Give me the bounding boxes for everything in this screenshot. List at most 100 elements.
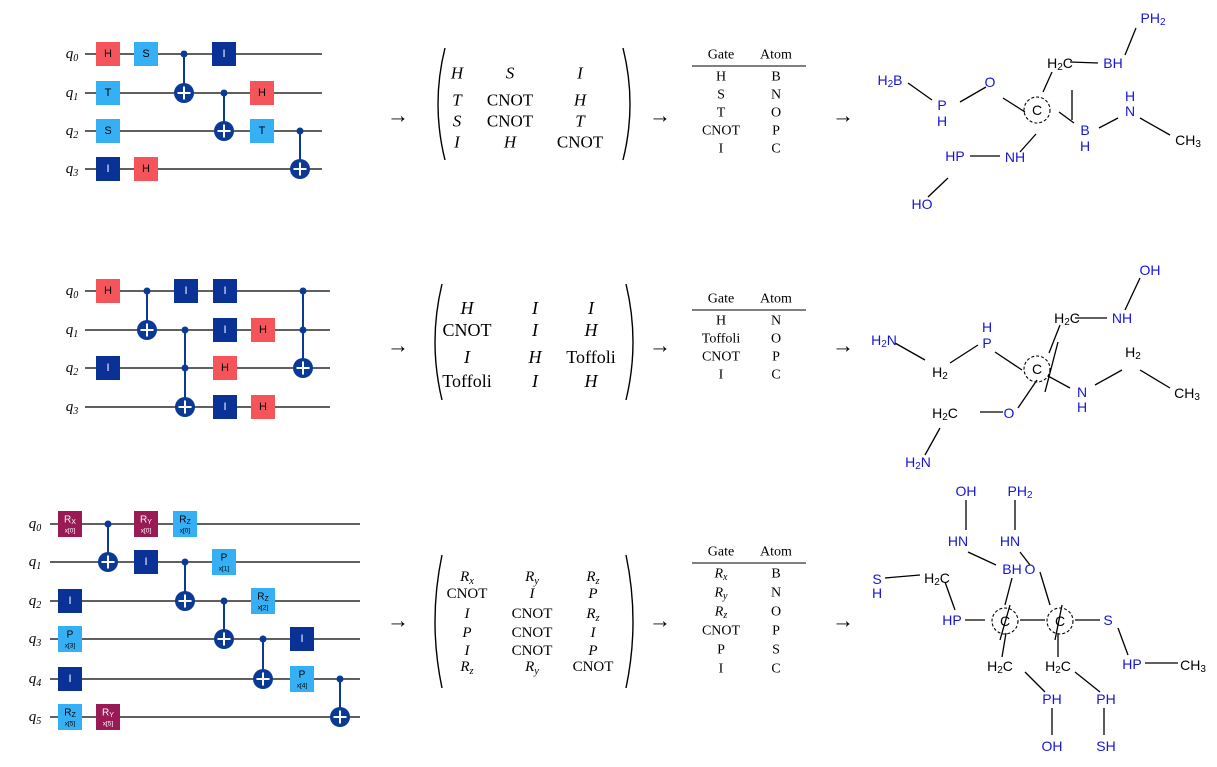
qubit-index: 1 [73,92,78,103]
qubit-label: q3 [66,399,79,417]
atom-label: HP [942,612,961,628]
qubit-index: 3 [72,168,78,179]
gate-param: x[2] [258,605,269,612]
arrow: → [832,608,854,633]
matrix-subscript: z [595,576,600,587]
matrix-entry: CNOT [557,133,604,152]
atom-label: B [1080,122,1089,138]
atom-symbol: O [1025,561,1036,577]
gate-label: RY [102,708,114,719]
control-dot [181,364,189,372]
atom-symbol: PH [1042,691,1061,707]
qubit-label: q1 [66,322,79,340]
gate-param: x[5] [65,721,76,728]
gate-subscript: Z [186,519,191,526]
gate-label: I [184,285,187,297]
atom-label: S [1103,612,1112,628]
atom-subscript: 2 [934,577,940,588]
atom-symbol: H [932,405,942,421]
rx-gate [58,511,82,537]
atom-symbol: N [921,454,931,470]
atom-symbol: PH [1007,483,1026,499]
atom-symbol: S [1103,612,1112,628]
bond [1054,604,1063,641]
atom-label: S [872,571,881,587]
gate-label: RZ [179,515,191,526]
gate-label: H [104,285,112,297]
table-atom: C [771,368,780,383]
gate-label: I [223,324,226,336]
atom-symbol: OH [1042,738,1063,754]
control-dot [299,326,307,334]
matrix-entry: I [590,625,597,641]
gate-label: H [142,163,150,175]
atom-symbol: OH [956,483,977,499]
matrix-entry: Rz [585,569,599,587]
bond [1001,632,1007,658]
atom-symbol: O [1004,405,1015,421]
atom-subscript: 3 [1200,664,1206,675]
atom-label: H2 [932,364,948,382]
qubit-index: 0 [73,53,78,64]
atom-label: O [985,74,996,90]
s-gate [134,42,158,66]
atom-label: CH3 [1180,657,1206,675]
table-atom: B [771,567,780,582]
gate-label: T [105,87,112,99]
atom-symbol: O [985,74,996,90]
atom-symbol: BH [1103,55,1122,71]
atom-symbol: C [1055,613,1065,629]
matrix-entry: I [453,133,461,152]
atom-label: HN [948,533,968,549]
matrix-entry: I [576,64,584,83]
gate-label: RX [64,515,76,526]
control-dot [259,635,267,643]
atom-label: BH [1002,561,1021,577]
bond [967,551,997,566]
atom-subscript: 2 [915,461,921,472]
atom-label: H2C [932,405,958,423]
table-gate: Toffoli [702,332,741,347]
gate-label: I [300,633,303,645]
right-paren [625,554,634,689]
atom-subscript: 2 [997,665,1003,676]
table-gate: I [719,142,724,157]
bond [1039,571,1051,606]
arrow: → [387,608,409,633]
atom-label: P [982,335,991,351]
atom-subscript: 2 [888,79,894,90]
table-header-atom: Atom [760,292,792,307]
gate-label: H [221,362,229,374]
table-gate: H [716,314,726,329]
control-dot [220,597,228,605]
gate-label: H [104,48,112,60]
atom-label: H2C [924,570,950,588]
table-atom: C [771,662,780,677]
table-gate: S [717,88,725,103]
i-gate [96,157,120,181]
atom-symbol: N [887,332,897,348]
atom-label: SH [1096,738,1115,754]
control-dot [336,675,344,683]
table-header-gate: Gate [708,48,734,63]
gate-label: P [299,670,306,681]
matrix-entry: I [463,347,471,367]
control-dot [296,127,304,135]
gate-label: S [142,48,149,60]
matrix-entry: I [531,298,539,318]
atom-symbol: H [987,658,997,674]
p-gate [212,549,236,575]
stereo-center [991,607,1019,635]
h-gate [134,157,158,181]
table-atom: P [772,124,780,139]
i-gate [212,42,236,66]
table-gate-subscript: z [722,610,727,621]
atom-symbol: C [1000,613,1010,629]
table-atom: N [771,586,781,601]
atom-symbol: P [982,335,991,351]
gate-subscript: Y [147,519,152,526]
qubit-label: q0 [29,516,42,534]
